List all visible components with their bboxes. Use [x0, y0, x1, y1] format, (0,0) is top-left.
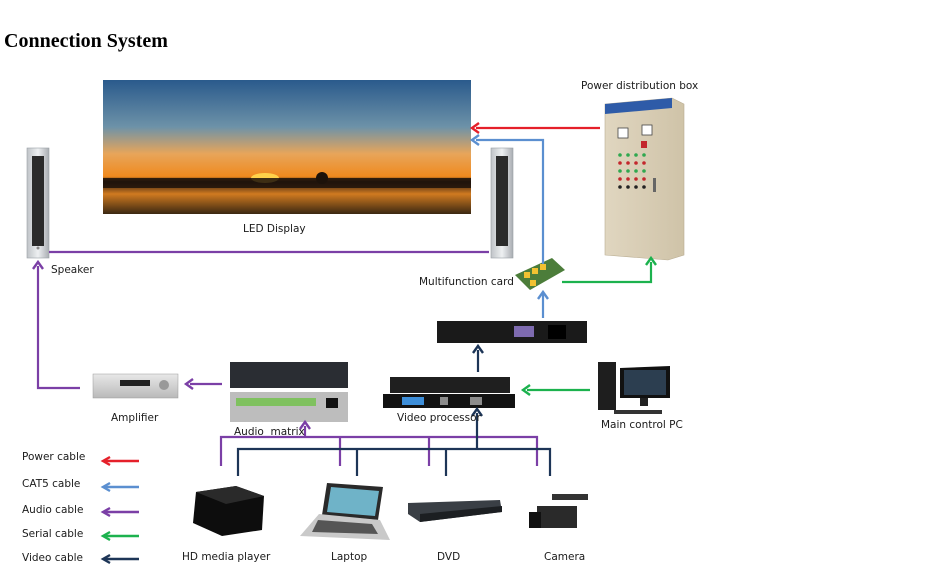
- video-arrowhead: [471, 406, 483, 417]
- label-video-processor: Video processor: [397, 412, 481, 424]
- multifunction-card: [515, 258, 565, 290]
- label-speaker: Speaker: [51, 264, 94, 276]
- dvd-device: [408, 500, 502, 522]
- cabinet-indicator-light: [634, 161, 638, 165]
- cabinet-indicator-light: [618, 169, 622, 173]
- audio-matrix-device: [230, 362, 348, 422]
- cabinet-indicator-light: [642, 177, 646, 181]
- legend-arrow-serial: [100, 530, 139, 542]
- cabinet-indicator-light: [618, 161, 622, 165]
- legend-label-cat5: CAT5 cable: [22, 478, 81, 490]
- audio-cable-amp-to-speaker: [36, 266, 80, 390]
- legend-label-audio: Audio cable: [22, 504, 84, 516]
- cabinet-indicator-light: [618, 185, 622, 189]
- video-cable-bus: [236, 413, 552, 476]
- label-audio-matrix: Audio matrix: [234, 426, 305, 438]
- cabinet-indicator-light: [626, 153, 630, 157]
- legend-label-power: Power cable: [22, 451, 86, 463]
- legend-arrow-audio: [100, 506, 139, 518]
- label-camera: Camera: [544, 551, 586, 563]
- cabinet-indicator-light: [642, 153, 646, 157]
- camera-device: [529, 494, 588, 528]
- power-arrowhead: [469, 122, 480, 134]
- cat5-arrowhead: [537, 289, 549, 300]
- sending-box: [437, 321, 587, 343]
- cat5-arrowhead: [469, 134, 480, 146]
- serial-cable-card-to-box: [562, 262, 653, 284]
- serial-arrowhead: [645, 255, 657, 266]
- main-control-pc: [598, 362, 670, 414]
- legend-arrow-video: [100, 553, 139, 565]
- legend-arrow-power: [100, 455, 139, 467]
- label-hd-media-player: HD media player: [182, 551, 271, 563]
- hd-media-player-device: [193, 486, 264, 536]
- legend-arrow-cat5: [100, 481, 139, 493]
- power-distribution-box: [604, 97, 685, 261]
- serial-arrowhead: [520, 384, 531, 396]
- cabinet-indicator-light: [626, 185, 630, 189]
- speaker-left: [26, 147, 50, 259]
- label-amplifier: Amplifier: [111, 412, 159, 424]
- label-multifunction-card: Multifunction card: [419, 276, 514, 288]
- cabinet-indicator-light: [642, 161, 646, 165]
- page-title: Connection System: [4, 30, 168, 52]
- laptop-device: [300, 483, 390, 540]
- cabinet-indicator-light: [634, 169, 638, 173]
- legend-label-video: Video cable: [22, 552, 84, 564]
- cabinet-indicator-light: [634, 185, 638, 189]
- cabinet-indicator-light: [618, 177, 622, 181]
- cabinet-indicator-light: [634, 177, 638, 181]
- cabinet-indicator-light: [634, 153, 638, 157]
- speaker-right: [490, 147, 514, 259]
- label-power-distribution-box: Power distribution box: [581, 80, 699, 92]
- label-led-display: LED Display: [243, 223, 306, 235]
- cabinet-indicator-light: [626, 177, 630, 181]
- legend-label-serial: Serial cable: [22, 528, 84, 540]
- audio-arrowhead: [183, 378, 194, 390]
- label-main-control-pc: Main control PC: [601, 419, 683, 431]
- amplifier-device: [92, 373, 179, 399]
- audio-arrowhead: [299, 419, 311, 430]
- cabinet-indicator-light: [642, 169, 646, 173]
- label-laptop: Laptop: [331, 551, 368, 563]
- video-arrowhead: [472, 343, 484, 354]
- cabinet-indicator-light: [626, 169, 630, 173]
- cabinet-indicator-light: [642, 185, 646, 189]
- label-dvd: DVD: [437, 551, 461, 563]
- led-display: [103, 80, 471, 214]
- cat5-cable-card-to-display: [476, 138, 545, 264]
- audio-cable-bus: [219, 426, 539, 466]
- cabinet-indicator-light: [618, 153, 622, 157]
- cabinet-indicator-light: [626, 161, 630, 165]
- video-processor-device: [383, 377, 515, 408]
- audio-arrowhead: [32, 259, 44, 270]
